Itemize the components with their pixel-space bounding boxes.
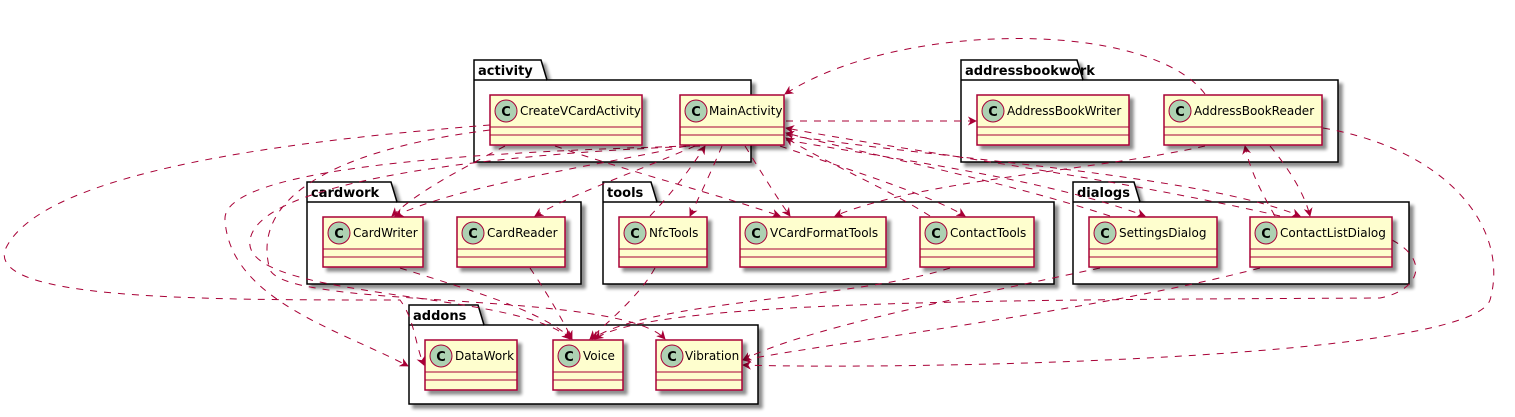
dependency-arrow-MainActivity-to-SettingsDialog [785,139,1146,218]
class-circle-icon [327,221,351,245]
class-glyph: C [501,105,511,120]
class-glyph: C [691,105,701,120]
class-Vibration: C Vibration [655,339,743,391]
class-name: DataWork [455,349,514,363]
dependency-arrow-SettingsDialog-to-Vibration [742,267,1101,361]
dependency-arrow-CreateVCardActivity-to-Vibration [266,129,666,340]
class-name: AddressBookWriter [1007,104,1121,118]
class-AddressBookReader: C AddressBookReader [1163,94,1323,146]
class-name: AddressBookReader [1194,104,1314,118]
dependency-arrow-AddressBookReader-to-VCardFormatTools [834,145,1206,217]
dependency-arrows [3,38,1495,370]
class-CardWriter: C CardWriter [322,216,424,268]
class-glyph: C [436,350,446,365]
dependency-arrow-CreateVCardActivity-to-CardWriter [391,145,506,217]
class-VCardFormatTools: C VCardFormatTools [739,216,887,268]
class-name: Vibration [685,349,739,363]
class-NfcTools: C NfcTools [618,216,708,268]
package-label: activity [478,64,533,79]
class-circle-icon [744,221,768,245]
class-circle-icon [623,221,647,245]
class-glyph: C [468,227,478,242]
class-circle-icon [981,99,1005,123]
class-glyph: C [630,227,640,242]
class-MainActivity: C MainActivity [679,94,785,146]
class-ContactListDialog: C ContactListDialog [1249,216,1393,268]
dependency-arrow-AddressBookReader-to-Vibration [742,127,1495,370]
class-glyph: C [931,227,941,242]
package-label: dialogs [1077,186,1130,201]
class-circle-icon [660,344,684,368]
dependency-arrow-MainActivity-to-CardReader [534,145,696,217]
class-glyph: C [988,105,998,120]
class-name: VCardFormatTools [770,226,878,240]
class-name: Voice [583,349,615,363]
dependency-arrow-CreateVCardActivity-to-DataWork [3,124,491,366]
class-glyph: C [334,227,344,242]
dependency-arrow-MainActivity-to-CardWriter [394,145,687,217]
class-circle-icon [924,221,948,245]
package-label: cardwork [311,186,380,201]
class-name: MainActivity [709,104,783,118]
class-SettingsDialog: C SettingsDialog [1088,216,1218,268]
dependency-arrow-MainActivity-to-NfcTools [689,145,723,217]
dependency-arrow-AddressBookReader-to-MainActivity [784,38,1206,95]
dependency-arrow-MainActivity-to-VCardFormatTools [744,145,791,217]
class-glyph: C [1100,227,1110,242]
class-name: CardWriter [353,226,418,240]
class-circle-icon [684,99,708,123]
class-glyph: C [1175,105,1185,120]
dependency-arrow-SettingsDialog-to-MainActivity [785,130,1111,217]
dependency-arrow-CardWriter-to-Voice [399,267,573,340]
dependency-arrow-ContactListDialog-to-Voice [594,239,1417,340]
dependency-arrow-MainActivity-to-ContactListDialog [785,134,1301,218]
package-label: addressbookwork [965,64,1095,79]
class-CardReader: C CardReader [456,216,566,268]
class-DataWork: C DataWork [424,339,518,391]
class-glyph: C [667,350,677,365]
dependency-arrow-ContactTools-to-Voice [591,267,951,340]
dependency-arrow-ContactListDialog-to-MainActivity [785,125,1281,217]
class-circle-icon [557,344,581,368]
class-name: NfcTools [649,226,698,240]
dependency-arrow-MainActivity-to-DataWork [224,145,691,367]
dependency-arrow-ContactListDialog-to-Vibration [742,267,1261,363]
class-CreateVCardActivity: C CreateVCardActivity [489,94,643,146]
dependency-arrow-NfcTools-to-MainActivity [649,145,706,217]
class-name: CreateVCardActivity [520,104,641,118]
dependency-arrow-AddressBookReader-to-ContactListDialog [1269,145,1313,217]
package-label: tools [607,186,644,201]
class-glyph: C [751,227,761,242]
class-circle-icon [1093,221,1117,245]
class-ContactTools: C ContactTools [919,216,1035,268]
class-glyph: C [1261,227,1271,242]
class-glyph: C [564,350,574,365]
class-circle-icon [429,344,453,368]
class-name: CardReader [487,226,558,240]
dependency-arrow-CardReader-to-Voice [529,267,573,340]
class-name: ContactListDialog [1280,226,1386,240]
class-circle-icon [1254,221,1278,245]
class-circle-icon [461,221,485,245]
class-circle-icon [494,99,518,123]
class-circle-icon [1168,99,1192,123]
class-AddressBookWriter: C AddressBookWriter [976,94,1130,146]
dependency-arrow-ContactTools-to-MainActivity [785,137,931,217]
dependency-arrow-MainActivity-to-Voice [249,145,701,340]
class-name: ContactTools [950,226,1026,240]
package-label: addons [413,309,467,324]
dependency-arrow-CreateVCardActivity-to-VCardFormatTools [554,145,781,218]
class-name: SettingsDialog [1119,226,1206,240]
class-Voice: C Voice [552,339,624,391]
